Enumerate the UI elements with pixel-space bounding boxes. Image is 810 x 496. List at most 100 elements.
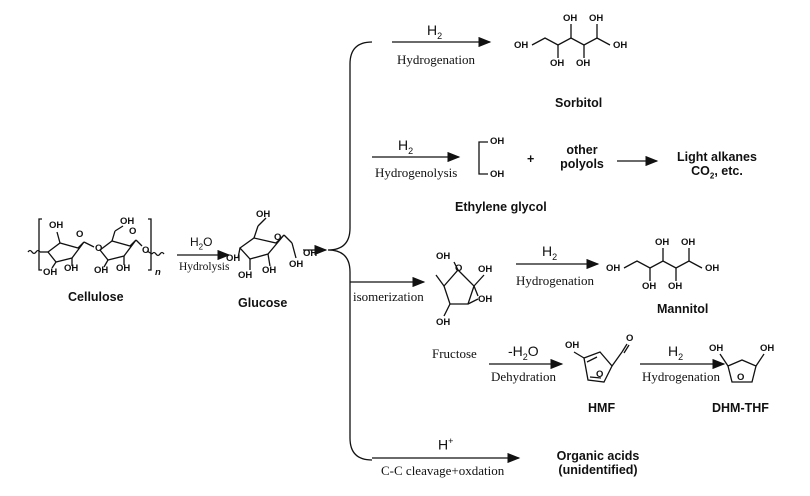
atom-oh: OH bbox=[436, 251, 451, 262]
atom-oh: OH bbox=[613, 40, 628, 51]
compound-sorbitol: Sorbitol bbox=[555, 96, 603, 110]
atom-oh: OH bbox=[565, 340, 580, 351]
co2-sub: 2 bbox=[709, 171, 715, 181]
atom-oh: OH bbox=[478, 264, 493, 275]
atom-oh: OH bbox=[514, 40, 529, 51]
atom-oh: OH bbox=[563, 13, 578, 24]
atom-oh: OH bbox=[49, 220, 64, 231]
compound-other-polyols: other polyols bbox=[555, 143, 609, 172]
light-alkanes-line1: Light alkanes bbox=[677, 150, 757, 164]
reagent-h2-sorbitol: H2 bbox=[427, 22, 442, 41]
atom-oh: OH bbox=[43, 267, 58, 278]
reagent-h2o-tail: O bbox=[203, 235, 213, 249]
reagent-h2-dhm-thf-sub: 2 bbox=[678, 351, 684, 362]
hmf-structure bbox=[573, 343, 630, 383]
atom-oh: OH bbox=[681, 237, 696, 248]
atom-oh: OH bbox=[606, 263, 621, 274]
atom-o: O bbox=[142, 245, 150, 256]
atom-oh: OH bbox=[238, 270, 253, 281]
reagent-h2-mannitol-symbol: H bbox=[542, 243, 553, 259]
atom-oh: OH bbox=[576, 58, 591, 69]
atom-o: O bbox=[95, 243, 103, 254]
compound-mannitol: Mannitol bbox=[657, 302, 709, 316]
step-cc-cleavage: C-C cleavage+oxdation bbox=[381, 463, 505, 478]
compound-fructose: Fructose bbox=[432, 346, 477, 361]
compound-light-alkanes: Light alkanes CO2, etc. bbox=[667, 150, 767, 181]
reagent-minus-h2o-tail: O bbox=[527, 343, 539, 359]
atom-o: O bbox=[129, 226, 137, 237]
atom-oh: OH bbox=[226, 253, 241, 264]
atom-oh: OH bbox=[436, 317, 451, 328]
atom-oh: OH bbox=[303, 248, 318, 259]
reagent-h2-sorbitol-sub: 2 bbox=[437, 30, 443, 41]
reagent-h2-mannitol: H2 bbox=[542, 243, 557, 262]
atom-oh: OH bbox=[589, 13, 604, 24]
reagent-h2-hydrogenolysis-sub: 2 bbox=[408, 145, 414, 156]
reagent-h2-dhm-thf-symbol: H bbox=[668, 343, 679, 359]
other-polyols-line2: polyols bbox=[560, 157, 604, 172]
reagent-h-plus-sup: + bbox=[448, 436, 454, 446]
co2-tail: , etc. bbox=[714, 164, 743, 179]
branch-brace bbox=[327, 41, 373, 461]
atom-oh: OH bbox=[478, 294, 493, 305]
atom-oh: OH bbox=[760, 343, 775, 354]
other-polyols-line1: other bbox=[566, 143, 598, 157]
step-dehydration: Dehydration bbox=[491, 369, 556, 384]
cellulose-structure bbox=[27, 218, 165, 271]
compound-ethylene-glycol: Ethylene glycol bbox=[455, 200, 547, 214]
reagent-h2o-sub: 2 bbox=[198, 242, 204, 252]
reagent-minus-h2o-pre: -H bbox=[508, 343, 523, 359]
reagent-h2o-symbol: H bbox=[190, 235, 199, 249]
step-isomerization: isomerization bbox=[353, 289, 424, 304]
step-hydrogenolysis: Hydrogenolysis bbox=[375, 165, 458, 180]
atom-oh: OH bbox=[262, 265, 277, 276]
atom-oh: OH bbox=[94, 265, 109, 276]
step-hydrogenation-dhm-thf: Hydrogenation bbox=[642, 369, 720, 384]
atom-o: O bbox=[596, 369, 604, 380]
step-hydrogenation-sorbitol: Hydrogenation bbox=[397, 52, 475, 67]
atom-oh: OH bbox=[668, 281, 683, 292]
atom-o: O bbox=[76, 229, 84, 240]
atom-oh: OH bbox=[490, 169, 505, 180]
dhm-thf-structure bbox=[719, 353, 765, 383]
subscript-n: n bbox=[155, 267, 161, 278]
atom-o: O bbox=[274, 232, 282, 243]
reagent-h2-mannitol-sub: 2 bbox=[552, 251, 558, 262]
glucose-structure bbox=[237, 217, 297, 270]
reagent-h2-hydrogenolysis-symbol: H bbox=[398, 137, 409, 153]
compound-hmf: HMF bbox=[588, 401, 616, 415]
organic-acids-line1: Organic acids bbox=[556, 449, 640, 463]
light-alkanes-line2: CO2, etc. bbox=[667, 164, 767, 181]
atom-oh: OH bbox=[709, 343, 724, 354]
reagent-h2-hydrogenolysis: H2 bbox=[398, 137, 413, 156]
atom-oh: OH bbox=[64, 263, 79, 274]
reagent-minus-h2o: -H2O bbox=[508, 343, 539, 362]
compound-dhm-thf: DHM-THF bbox=[712, 401, 769, 415]
atom-o: O bbox=[455, 263, 463, 274]
atom-oh: OH bbox=[550, 58, 565, 69]
reagent-h-plus: H+ bbox=[438, 436, 453, 453]
reagent-h2-dhm-thf: H2 bbox=[668, 343, 683, 362]
reagent-h-plus-symbol: H bbox=[438, 436, 449, 453]
compound-glucose: Glucose bbox=[238, 296, 288, 310]
mannitol-structure bbox=[623, 248, 703, 281]
atom-oh: OH bbox=[705, 263, 720, 274]
atom-oh: OH bbox=[116, 263, 131, 274]
atom-oh: OH bbox=[490, 136, 505, 147]
step-hydrogenation-mannitol: Hydrogenation bbox=[516, 273, 594, 288]
compound-cellulose: Cellulose bbox=[68, 290, 124, 304]
organic-acids-line2: (unidentified) bbox=[558, 463, 638, 478]
ethylene-glycol-structure bbox=[478, 141, 488, 175]
atom-oh: OH bbox=[120, 216, 135, 227]
atom-oh: OH bbox=[642, 281, 657, 292]
co2-pre: CO bbox=[691, 164, 710, 179]
reagent-h2o-hydrolysis: H2O bbox=[190, 235, 213, 252]
atom-oh: OH bbox=[655, 237, 670, 248]
atom-o: O bbox=[737, 372, 745, 383]
reagent-minus-h2o-sub: 2 bbox=[522, 351, 528, 362]
compound-organic-acids: Organic acids (unidentified) bbox=[548, 449, 648, 478]
atom-oh: OH bbox=[256, 209, 271, 220]
sorbitol-structure bbox=[531, 24, 611, 58]
atom-oh: OH bbox=[289, 259, 304, 270]
